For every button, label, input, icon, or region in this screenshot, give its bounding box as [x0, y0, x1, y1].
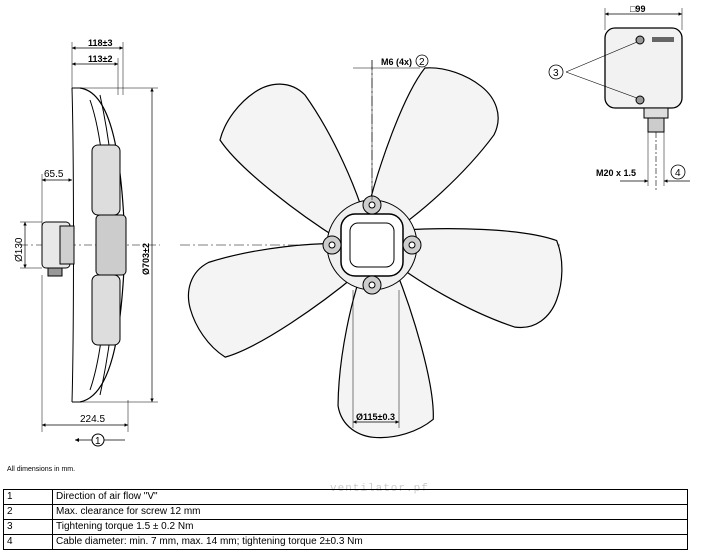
callout-3-circle	[548, 64, 564, 80]
dim-115: Ø115±0.3	[356, 412, 395, 422]
callout-1: 1	[95, 436, 101, 447]
legend-number: 3	[3, 519, 53, 535]
legend-text: Tightening torque 1.5 ± 0.2 Nm	[52, 519, 688, 535]
legend-number: 2	[3, 504, 53, 520]
front-view	[180, 60, 563, 439]
callout-2-circle	[415, 54, 429, 68]
legend-number: 4	[3, 534, 53, 550]
legend-text: Max. clearance for screw 12 mm	[52, 504, 688, 520]
dim-703: Ø703±2	[141, 243, 151, 275]
callout-2: 2	[419, 57, 425, 68]
dim-113: 113±2	[88, 54, 112, 64]
legend-text: Cable diameter: min. 7 mm, max. 14 mm; t…	[52, 534, 688, 550]
dim-224-5: 224.5	[80, 414, 105, 425]
dim-m6: M6 (4x)	[381, 57, 412, 67]
fan-blades	[187, 67, 563, 439]
dim-99: □99	[630, 4, 645, 14]
legend-text: Direction of air flow "V"	[52, 489, 688, 505]
callout-3: 3	[553, 68, 559, 79]
side-view	[20, 42, 160, 447]
callout-4: 4	[675, 168, 681, 179]
dim-65-5: 65.5	[44, 169, 64, 180]
technical-drawing: 118±3 113±2 65.5 Ø130 Ø703±2 224.5 1 M6	[14, 4, 690, 447]
dim-118: 118±3	[88, 38, 112, 48]
legend-number: 1	[3, 489, 53, 505]
units-note: All dimensions in mm.	[7, 466, 76, 473]
dim-m20: M20 x 1.5	[596, 168, 636, 178]
callout-4-circle	[670, 164, 686, 180]
dim-130: Ø130	[14, 237, 25, 262]
terminal-box	[565, 8, 690, 190]
